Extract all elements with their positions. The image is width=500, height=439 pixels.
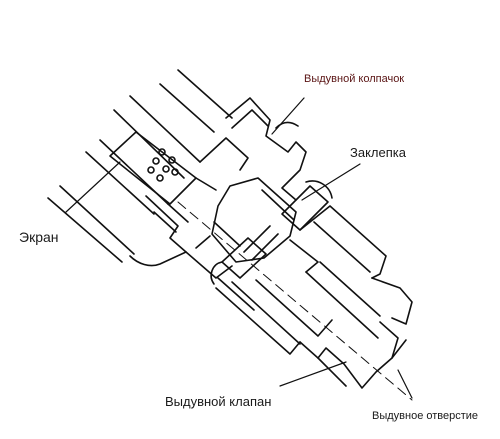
leader-lines [65, 97, 413, 399]
valve-body [185, 177, 297, 279]
blow-valve-label: Выдувной клапан [165, 394, 272, 409]
screen-leader [65, 161, 121, 213]
rivet-label: Заклепка [350, 145, 406, 160]
valve-leader [279, 361, 347, 387]
rivet-leader [301, 163, 361, 201]
lower-stem [215, 277, 333, 355]
upper-rivet [243, 180, 333, 261]
right-plates [289, 205, 413, 339]
screen-body [129, 195, 187, 267]
screen-label: Экран [19, 229, 59, 245]
blow-hole-label: Выдувное отверстие [372, 410, 479, 422]
top-body [109, 131, 217, 223]
blow-valve-outlet [299, 321, 407, 389]
blow-cap [199, 97, 307, 201]
cap-leader [271, 97, 305, 135]
hole-leader [397, 369, 413, 399]
outer-tube [47, 69, 233, 263]
lower-rivet [210, 237, 267, 285]
blow-cap-label: Выдувной колпачок [304, 73, 405, 85]
center-axis [177, 201, 413, 401]
